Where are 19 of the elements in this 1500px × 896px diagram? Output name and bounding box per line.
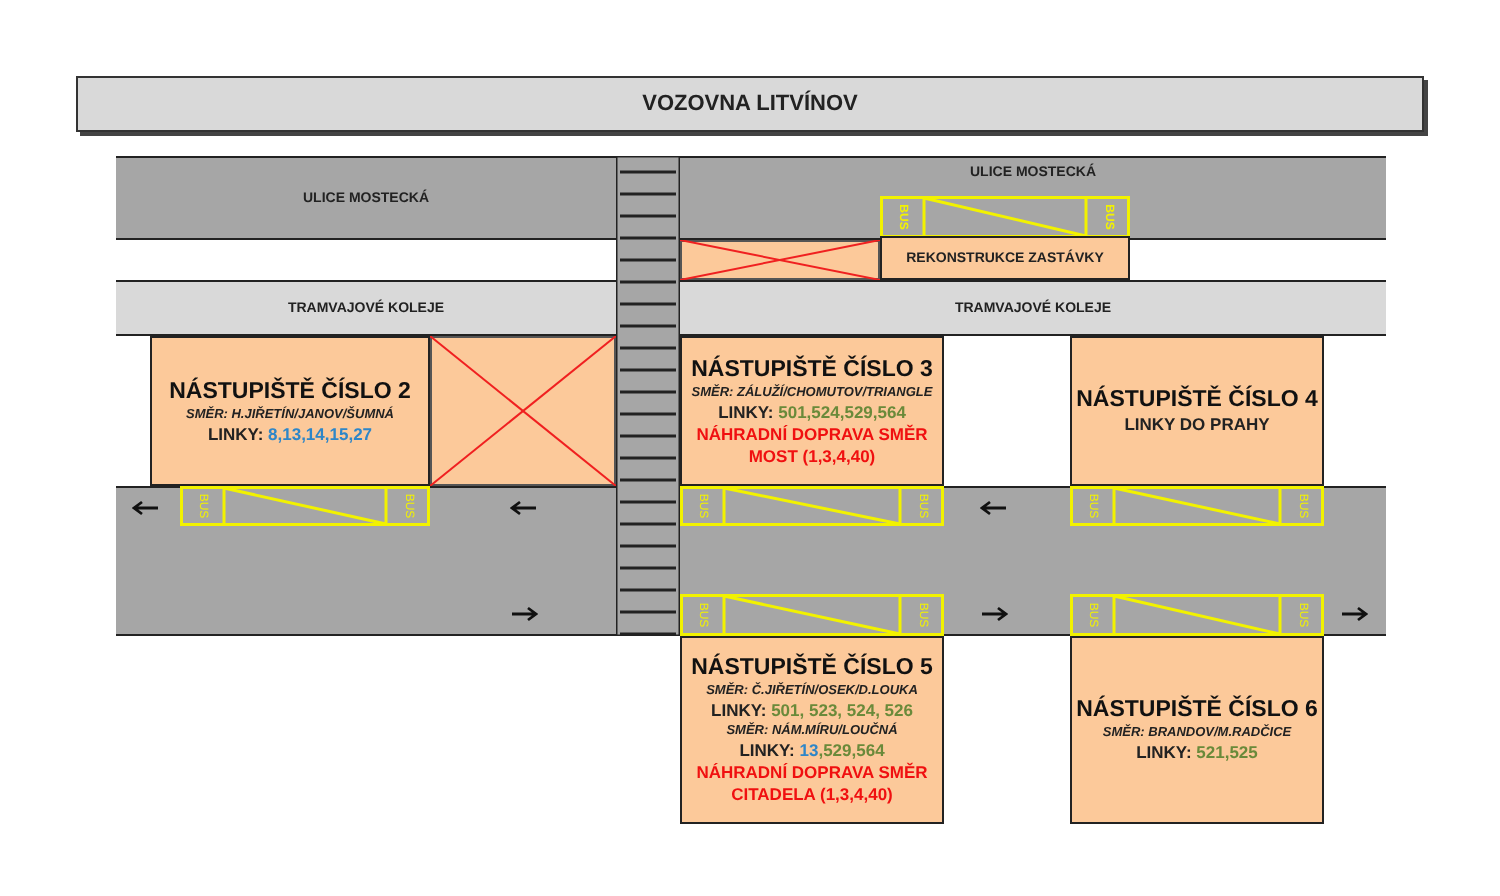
platform-box (680, 636, 944, 824)
platform-box (1070, 636, 1324, 824)
platform-box (150, 336, 430, 486)
platform-text: LINKY DO PRAHY (1124, 414, 1270, 436)
line-numbers: LINKY: 521,525 (1136, 742, 1258, 764)
platform-heading: NÁSTUPIŠTĚ ČÍSLO 4 (1076, 386, 1318, 414)
line-numbers: LINKY: 13,529,564 (739, 740, 885, 762)
line-numbers: LINKY: 501, 523, 524, 526 (711, 700, 913, 722)
line-numbers: LINKY: 501,524,529,564 (718, 401, 906, 423)
platform-heading: NÁSTUPIŠTĚ ČÍSLO 5 (691, 654, 933, 682)
platform-box (680, 336, 944, 486)
line-numbers: LINKY: 8,13,14,15,27 (207, 423, 373, 445)
platform-heading: NÁSTUPIŠTĚ ČÍSLO 2 (169, 377, 411, 405)
replacement-service-text: NÁHRADNÍ DOPRAVA SMĚR MOST (1,3,4,40) (694, 423, 930, 467)
replacement-service-text: NÁHRADNÍ DOPRAVA SMĚR CITADELA (1,3,4,40) (694, 762, 930, 806)
platform-heading: NÁSTUPIŠTĚ ČÍSLO 6 (1076, 696, 1318, 724)
platform-heading: NÁSTUPIŠTĚ ČÍSLO 3 (691, 355, 933, 383)
platform-box (1070, 336, 1324, 486)
title-bar: VOZOVNA LITVÍNOV (76, 76, 1424, 132)
